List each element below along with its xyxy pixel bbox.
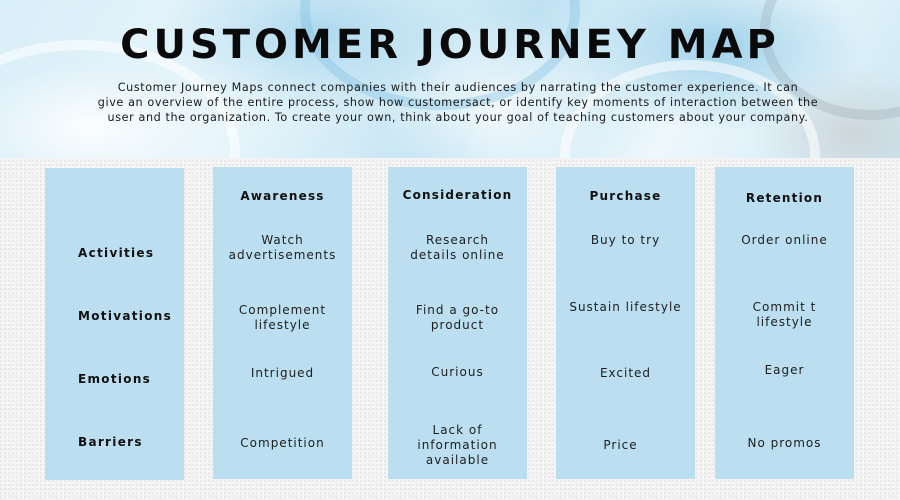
row-label-barriers: Barriers [78,435,143,449]
cell-line: Watch [261,233,304,247]
cell-line: Eager [764,363,805,377]
stage-title: Retention [745,191,824,205]
stage-title: Purchase [589,189,662,203]
cell-line: Order online [741,233,828,247]
cell-line: Excited [599,366,652,380]
activities-cell: Research details online [388,233,527,263]
cell-line: Price [603,438,638,452]
cell-line: Sustain lifestyle [569,300,682,314]
stage-title: Awareness [240,189,325,203]
row-labels-card: Activities Motivations Emotions Barriers [45,168,184,480]
emotions-cell: Eager [715,363,854,378]
row-label-motivations: Motivations [78,309,173,323]
page-title: CUSTOMER JOURNEY MAP [120,22,780,68]
cell-line: Curious [431,365,484,379]
barriers-cell: Competition [213,436,352,451]
motivations-cell: Commit t lifestyle [715,300,854,330]
emotions-cell: Excited [556,366,695,381]
cell-line: Complement [238,303,327,317]
cell-line: Buy to try [590,233,661,247]
cell-line: Competition [240,436,325,450]
stage-card-awareness: Awareness Watch advertisements Complemen… [213,167,352,479]
row-label-emotions: Emotions [78,372,152,386]
barriers-cell: Lack of information available [388,423,527,468]
intro-paragraph: Customer Journey Maps connect companies … [60,80,856,125]
motivations-cell: Complement lifestyle [213,303,352,333]
cell-line: available [425,453,490,467]
intro-line: give an overview of the entire process, … [97,96,819,109]
row-label-activities: Activities [78,246,155,260]
stage-card-retention: Retention Order online Commit t lifestyl… [715,167,854,479]
emotions-cell: Intrigued [213,366,352,381]
cell-line: information [417,438,498,452]
cell-line: lifestyle [254,318,311,332]
cell-line: Research [425,233,490,247]
header-banner: CUSTOMER JOURNEY MAP Customer Journey Ma… [0,0,900,158]
motivations-cell: Sustain lifestyle [556,300,695,315]
activities-cell: Order online [715,233,854,248]
barriers-cell: Price [546,438,695,453]
intro-line: Customer Journey Maps connect companies … [117,81,799,94]
motivations-cell: Find a go-to product [388,303,527,333]
stage-title: Consideration [402,188,513,202]
cell-line: Lack of [432,423,483,437]
cell-line: Commit t [752,300,817,314]
cell-line: Find a go-to [415,303,500,317]
cell-line: Intrigued [250,366,315,380]
cell-line: advertisements [228,248,337,262]
intro-line: user and the organization. To create you… [107,111,809,124]
stage-card-purchase: Purchase Buy to try Sustain lifestyle Ex… [556,167,695,479]
cell-line: No promos [747,436,822,450]
activities-cell: Buy to try [556,233,695,248]
cell-line: product [430,318,485,332]
barriers-cell: No promos [715,436,854,451]
cell-line: lifestyle [756,315,813,329]
activities-cell: Watch advertisements [213,233,352,263]
stage-card-consideration: Consideration Research details online Fi… [388,167,527,479]
emotions-cell: Curious [388,365,527,380]
cell-line: details online [410,248,505,262]
